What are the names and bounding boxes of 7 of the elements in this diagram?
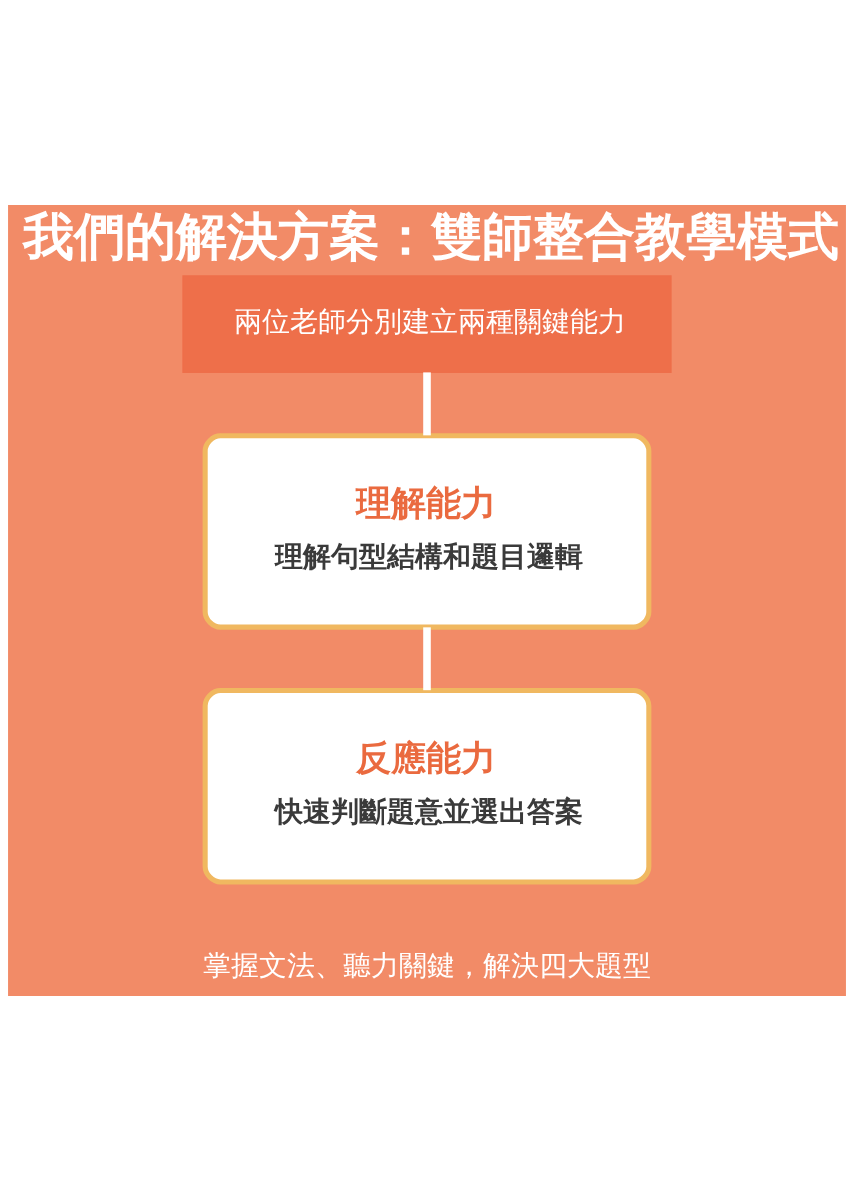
caption: 掌握文法、聽力關鍵，解決四大題型 (203, 948, 651, 982)
connector (423, 371, 431, 435)
diagram-title: 我們的解決方案：雙師整合教學模式 (23, 206, 840, 266)
node-box: 反應能力 快速判斷題意並選出答案 (202, 687, 652, 884)
node-box: 兩位老師分別建立兩種關鍵能力 (182, 274, 672, 373)
node-box: 理解能力 理解句型結構和題目邏輯 (202, 432, 652, 630)
connector (423, 626, 431, 690)
